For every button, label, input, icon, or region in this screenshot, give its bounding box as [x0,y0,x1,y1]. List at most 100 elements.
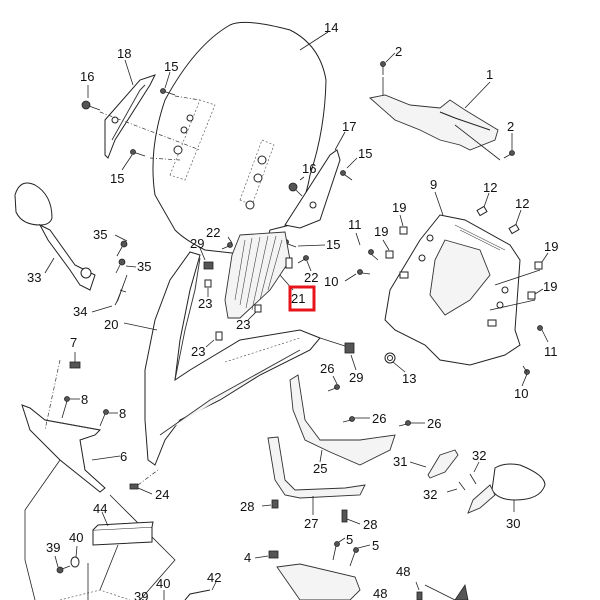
callout-7[interactable]: 7 [70,335,78,350]
callout-4[interactable]: 4 [244,550,252,565]
part-32-bolt[interactable] [458,481,466,491]
part-28-rivet[interactable] [271,499,279,509]
callout-17[interactable]: 17 [342,119,357,134]
part-28-rivet[interactable] [341,509,348,523]
callout-8[interactable]: 8 [81,392,89,407]
part-17-bracket-right[interactable] [284,149,341,229]
part-19-grommet[interactable] [399,226,408,235]
part-33-mirror-left[interactable] [14,182,96,291]
callout-15[interactable]: 15 [326,237,341,252]
part-19-grommet[interactable] [385,250,394,259]
callout-24[interactable]: 24 [155,487,170,502]
callout-18[interactable]: 18 [117,46,132,61]
callout-10[interactable]: 10 [324,274,339,289]
part-20-front-cowling[interactable] [144,251,321,466]
part-5-screw[interactable] [349,547,359,567]
part-42-bracket[interactable] [184,589,211,600]
part-8-screw[interactable] [61,396,70,419]
part-29-clip[interactable] [344,342,355,354]
callout-48[interactable]: 48 [396,564,411,579]
callout-6[interactable]: 6 [120,449,128,464]
callout-39[interactable]: 39 [134,589,149,600]
callout-16[interactable]: 16 [80,69,95,84]
part-12-clip[interactable] [476,205,488,217]
part-48-rivet[interactable] [416,591,423,600]
callout-26[interactable]: 26 [320,361,335,376]
part-22-screw[interactable] [297,255,309,264]
part-15-screw[interactable] [160,88,176,96]
callout-34[interactable]: 34 [73,304,88,319]
callout-30[interactable]: 30 [506,516,521,531]
part-12-clip[interactable] [508,223,520,235]
callout-39[interactable]: 39 [46,540,61,555]
part-14-windscreen[interactable] [152,21,327,256]
callout-22[interactable]: 22 [206,225,221,240]
callout-13[interactable]: 13 [402,371,417,386]
part-15-screw[interactable] [340,170,353,181]
part-26-screw[interactable] [342,416,355,423]
callout-33[interactable]: 33 [27,270,42,285]
part-8-screw[interactable] [99,409,109,427]
part-9-inner-panel[interactable] [384,214,521,366]
part-15-screw[interactable] [130,149,146,157]
callout-29[interactable]: 29 [190,236,205,251]
callout-15[interactable]: 15 [164,59,179,74]
callout-20[interactable]: 20 [104,317,119,332]
callout-27[interactable]: 27 [304,516,319,531]
callout-2[interactable]: 2 [395,44,403,59]
callout-15[interactable]: 15 [110,171,125,186]
callout-28[interactable]: 28 [240,499,255,514]
callout-19[interactable]: 19 [544,239,559,254]
part-35-bolt[interactable] [115,258,126,274]
callout-21[interactable]: 21 [291,291,306,306]
callout-26[interactable]: 26 [427,416,442,431]
callout-19[interactable]: 19 [392,200,407,215]
part-16-bolt[interactable] [81,100,101,111]
part-23-nut[interactable] [254,304,262,313]
callout-25[interactable]: 25 [313,461,328,476]
callout-48[interactable]: 48 [373,586,388,600]
part-25-inner-trim[interactable] [289,374,396,466]
part-16-bolt[interactable] [288,182,303,197]
part-31-turn-signal-lens[interactable] [427,449,459,479]
callout-40[interactable]: 40 [69,530,84,545]
callout-23[interactable]: 23 [198,296,213,311]
part-5-screw[interactable] [332,541,340,561]
part-4-clip[interactable] [268,550,279,559]
part-2-screw[interactable] [503,150,515,159]
callout-5[interactable]: 5 [346,532,354,547]
part-23-nut[interactable] [215,331,223,341]
callout-11[interactable]: 11 [348,217,362,232]
callout-31[interactable]: 31 [393,454,408,469]
callout-9[interactable]: 9 [430,177,438,192]
part-40-washer[interactable] [70,556,80,568]
part-32-bolt[interactable] [469,473,477,485]
callout-29[interactable]: 29 [349,370,364,385]
callout-16[interactable]: 16 [302,161,317,176]
part-21-headlight-unit[interactable] [224,231,293,319]
callout-1[interactable]: 1 [486,67,494,82]
callout-12[interactable]: 12 [515,196,530,211]
part-19-grommet[interactable] [534,261,543,270]
part-22-screw[interactable] [221,242,233,250]
callout-10[interactable]: 10 [514,386,529,401]
part-35-bolt[interactable] [116,240,128,257]
part-18-bracket-left[interactable] [104,74,156,159]
callout-35[interactable]: 35 [93,227,108,242]
callout-23[interactable]: 23 [191,344,206,359]
callout-5[interactable]: 5 [372,538,380,553]
part-lower-cowl[interactable] [276,563,361,600]
part-7-clip[interactable] [69,361,81,369]
part-10-screw[interactable] [522,365,530,375]
callout-11[interactable]: 11 [544,344,558,359]
part-2-screw[interactable] [380,61,386,76]
callout-19[interactable]: 19 [543,279,558,294]
callout-12[interactable]: 12 [483,180,498,195]
callout-15[interactable]: 15 [358,146,373,161]
part-1-cover[interactable] [369,94,499,151]
callout-44[interactable]: 44 [93,501,108,516]
callout-32[interactable]: 32 [423,487,438,502]
part-44-pad[interactable] [92,521,154,546]
part-11-bolt[interactable] [537,325,543,331]
callout-22[interactable]: 22 [304,270,319,285]
